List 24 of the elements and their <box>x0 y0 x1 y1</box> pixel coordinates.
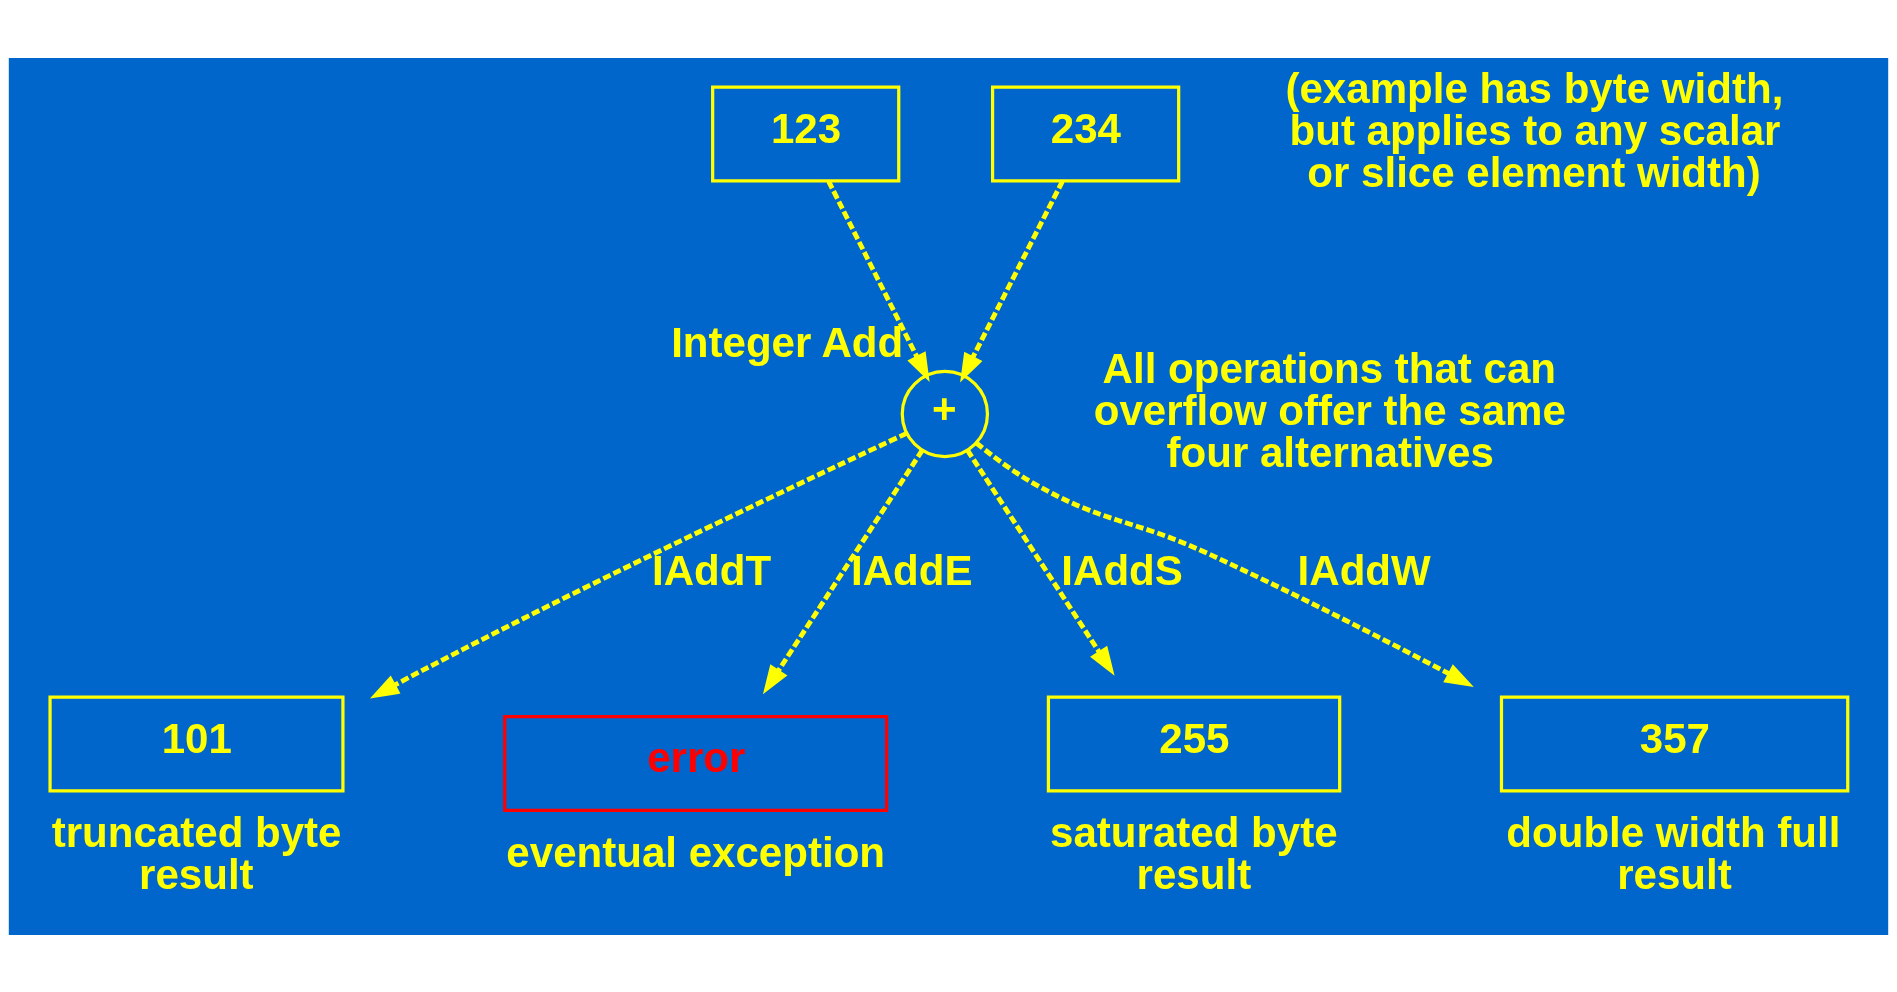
arrow <box>826 179 930 382</box>
edge-label: IAddE <box>851 546 973 594</box>
arrow <box>965 448 1115 676</box>
node-label: eventual exception <box>506 828 886 876</box>
node-circle: + <box>900 369 990 458</box>
label: (example has byte width, but applies to any scalar or slice element width) <box>1285 64 1784 196</box>
node-box: 101 <box>48 695 345 793</box>
node-box: 123 <box>711 85 901 183</box>
node-box: error <box>503 714 889 812</box>
node-label: double width full result <box>1506 808 1841 898</box>
edge-label: IAddS <box>1061 546 1183 594</box>
edge-label: IAddW <box>1297 546 1431 594</box>
arrow <box>960 179 1065 382</box>
node-label: saturated byte result <box>1050 808 1338 898</box>
node-label: Integer Add <box>671 318 904 366</box>
arrow <box>369 430 908 698</box>
label: All operations that can overflow offer the same four alternatives <box>1093 344 1566 476</box>
arrow <box>762 448 925 694</box>
arrow <box>974 440 1474 687</box>
node-box: 234 <box>990 85 1181 183</box>
node-label: truncated byte result <box>51 808 342 898</box>
edge-label: IAddT <box>651 546 772 594</box>
node-box: 357 <box>1499 695 1850 793</box>
node-box: 255 <box>1046 695 1342 793</box>
